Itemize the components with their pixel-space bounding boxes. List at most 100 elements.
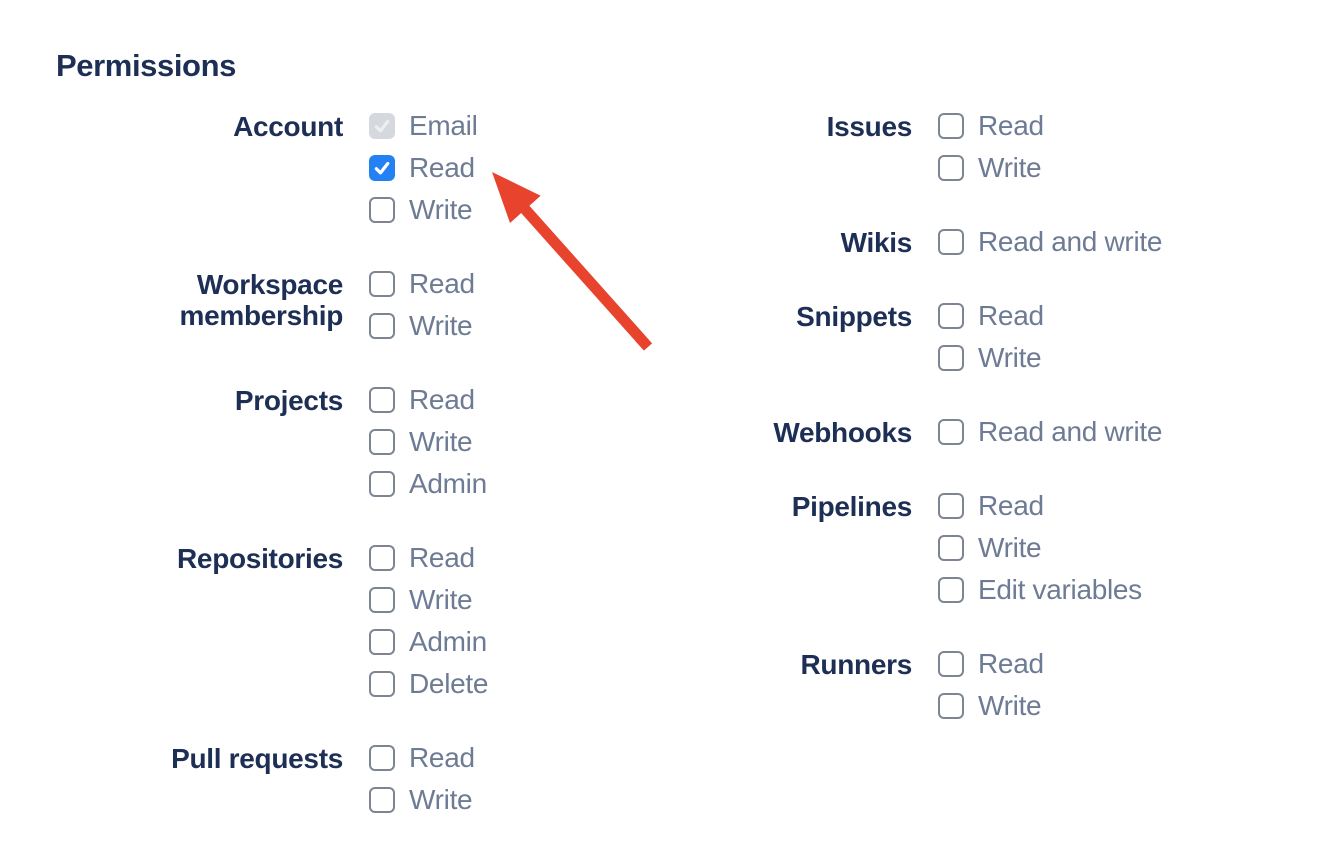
- checkbox-projects-read[interactable]: [369, 387, 395, 413]
- checkbox-label-read-and-write[interactable]: Read and write: [978, 416, 1163, 447]
- option-row-projects-write[interactable]: Write: [369, 427, 487, 457]
- checkbox-label-write[interactable]: Write: [978, 532, 1042, 563]
- checkbox-label-delete[interactable]: Delete: [409, 668, 489, 699]
- checkbox-snippets-write[interactable]: [938, 345, 964, 371]
- checkbox-pipelines-edit-variables[interactable]: [938, 577, 964, 603]
- checkbox-label-email: Email: [409, 110, 478, 141]
- group-options-webhooks: Read and write: [938, 417, 1162, 459]
- checkbox-label-write[interactable]: Write: [409, 784, 473, 815]
- checkbox-label-read[interactable]: Read: [409, 542, 475, 573]
- group-label-wikis: Wikis: [840, 227, 913, 258]
- option-row-pipelines-read[interactable]: Read: [938, 491, 1142, 521]
- checkbox-issues-write[interactable]: [938, 155, 964, 181]
- checkbox-account-write[interactable]: [369, 197, 395, 223]
- checkbox-snippets-read[interactable]: [938, 303, 964, 329]
- checkbox-account-read[interactable]: [369, 155, 395, 181]
- checkbox-label-read[interactable]: Read: [978, 648, 1044, 679]
- checkbox-label-read[interactable]: Read: [409, 742, 475, 773]
- checkbox-pull-requests-read[interactable]: [369, 745, 395, 771]
- checkbox-runners-write[interactable]: [938, 693, 964, 719]
- checkbox-workspace-membership-read[interactable]: [369, 271, 395, 297]
- option-row-wikis-read-and-write[interactable]: Read and write: [938, 227, 1162, 257]
- checkbox-issues-read[interactable]: [938, 113, 964, 139]
- option-row-projects-admin[interactable]: Admin: [369, 469, 487, 499]
- checkbox-label-write[interactable]: Write: [409, 310, 473, 341]
- group-label-pipelines: Pipelines: [791, 491, 913, 522]
- group-label-webhooks: Webhooks: [773, 417, 912, 448]
- checkbox-workspace-membership-write[interactable]: [369, 313, 395, 339]
- checkbox-label-read[interactable]: Read: [978, 110, 1044, 141]
- option-row-workspace-membership-read[interactable]: Read: [369, 269, 475, 299]
- option-row-repositories-delete[interactable]: Delete: [369, 669, 488, 699]
- group-label-runners: Runners: [800, 649, 913, 680]
- checkbox-label-read[interactable]: Read: [978, 490, 1044, 521]
- option-row-webhooks-read-and-write[interactable]: Read and write: [938, 417, 1162, 447]
- permission-group-wikis: Wikis Read and write: [625, 227, 1163, 269]
- checkbox-label-read[interactable]: Read: [978, 300, 1044, 331]
- option-row-pipelines-edit-variables[interactable]: Edit variables: [938, 575, 1142, 605]
- option-row-account-read[interactable]: Read: [369, 153, 478, 183]
- option-row-pull-requests-write[interactable]: Write: [369, 785, 475, 815]
- checkbox-account-email: [369, 113, 395, 139]
- checkbox-repositories-write[interactable]: [369, 587, 395, 613]
- checkbox-label-write[interactable]: Write: [978, 690, 1042, 721]
- option-row-runners-write[interactable]: Write: [938, 691, 1044, 721]
- option-row-snippets-write[interactable]: Write: [938, 343, 1044, 373]
- option-row-repositories-write[interactable]: Write: [369, 585, 488, 615]
- checkbox-repositories-admin[interactable]: [369, 629, 395, 655]
- option-row-account-email: Email: [369, 111, 478, 141]
- group-label-repositories: Repositories: [177, 543, 343, 574]
- checkbox-label-edit-variables[interactable]: Edit variables: [978, 574, 1142, 605]
- option-row-repositories-read[interactable]: Read: [369, 543, 488, 573]
- checkbox-label-write[interactable]: Write: [409, 584, 473, 615]
- checkbox-label-read[interactable]: Read: [409, 268, 475, 299]
- checkbox-label-admin[interactable]: Admin: [409, 626, 487, 657]
- checkbox-runners-read[interactable]: [938, 651, 964, 677]
- option-row-issues-write[interactable]: Write: [938, 153, 1044, 183]
- checkbox-pipelines-read[interactable]: [938, 493, 964, 519]
- option-row-pipelines-write[interactable]: Write: [938, 533, 1142, 563]
- option-row-pull-requests-read[interactable]: Read: [369, 743, 475, 773]
- checkbox-repositories-delete[interactable]: [369, 671, 395, 697]
- option-row-issues-read[interactable]: Read: [938, 111, 1044, 141]
- checkbox-pull-requests-write[interactable]: [369, 787, 395, 813]
- checkbox-label-write[interactable]: Write: [409, 426, 473, 457]
- option-row-workspace-membership-write[interactable]: Write: [369, 311, 475, 341]
- option-row-snippets-read[interactable]: Read: [938, 301, 1044, 331]
- option-row-projects-read[interactable]: Read: [369, 385, 487, 415]
- checkbox-label-admin[interactable]: Admin: [409, 468, 487, 499]
- checkbox-label-read[interactable]: Read: [409, 384, 475, 415]
- checkbox-projects-admin[interactable]: [369, 471, 395, 497]
- checkbox-label-write[interactable]: Write: [978, 152, 1042, 183]
- option-row-runners-read[interactable]: Read: [938, 649, 1044, 679]
- checkbox-label-write[interactable]: Write: [409, 194, 473, 225]
- checkbox-projects-write[interactable]: [369, 429, 395, 455]
- option-row-repositories-admin[interactable]: Admin: [369, 627, 488, 657]
- checkbox-label-write[interactable]: Write: [978, 342, 1042, 373]
- group-options-wikis: Read and write: [938, 227, 1162, 269]
- group-label-account: Account: [233, 111, 343, 142]
- checkbox-wikis-read-and-write[interactable]: [938, 229, 964, 255]
- checkbox-pipelines-write[interactable]: [938, 535, 964, 561]
- checkbox-label-read[interactable]: Read: [409, 152, 475, 183]
- checkbox-webhooks-read-and-write[interactable]: [938, 419, 964, 445]
- checkbox-repositories-read[interactable]: [369, 545, 395, 571]
- option-row-account-write[interactable]: Write: [369, 195, 478, 225]
- checkbox-label-read-and-write[interactable]: Read and write: [978, 226, 1163, 257]
